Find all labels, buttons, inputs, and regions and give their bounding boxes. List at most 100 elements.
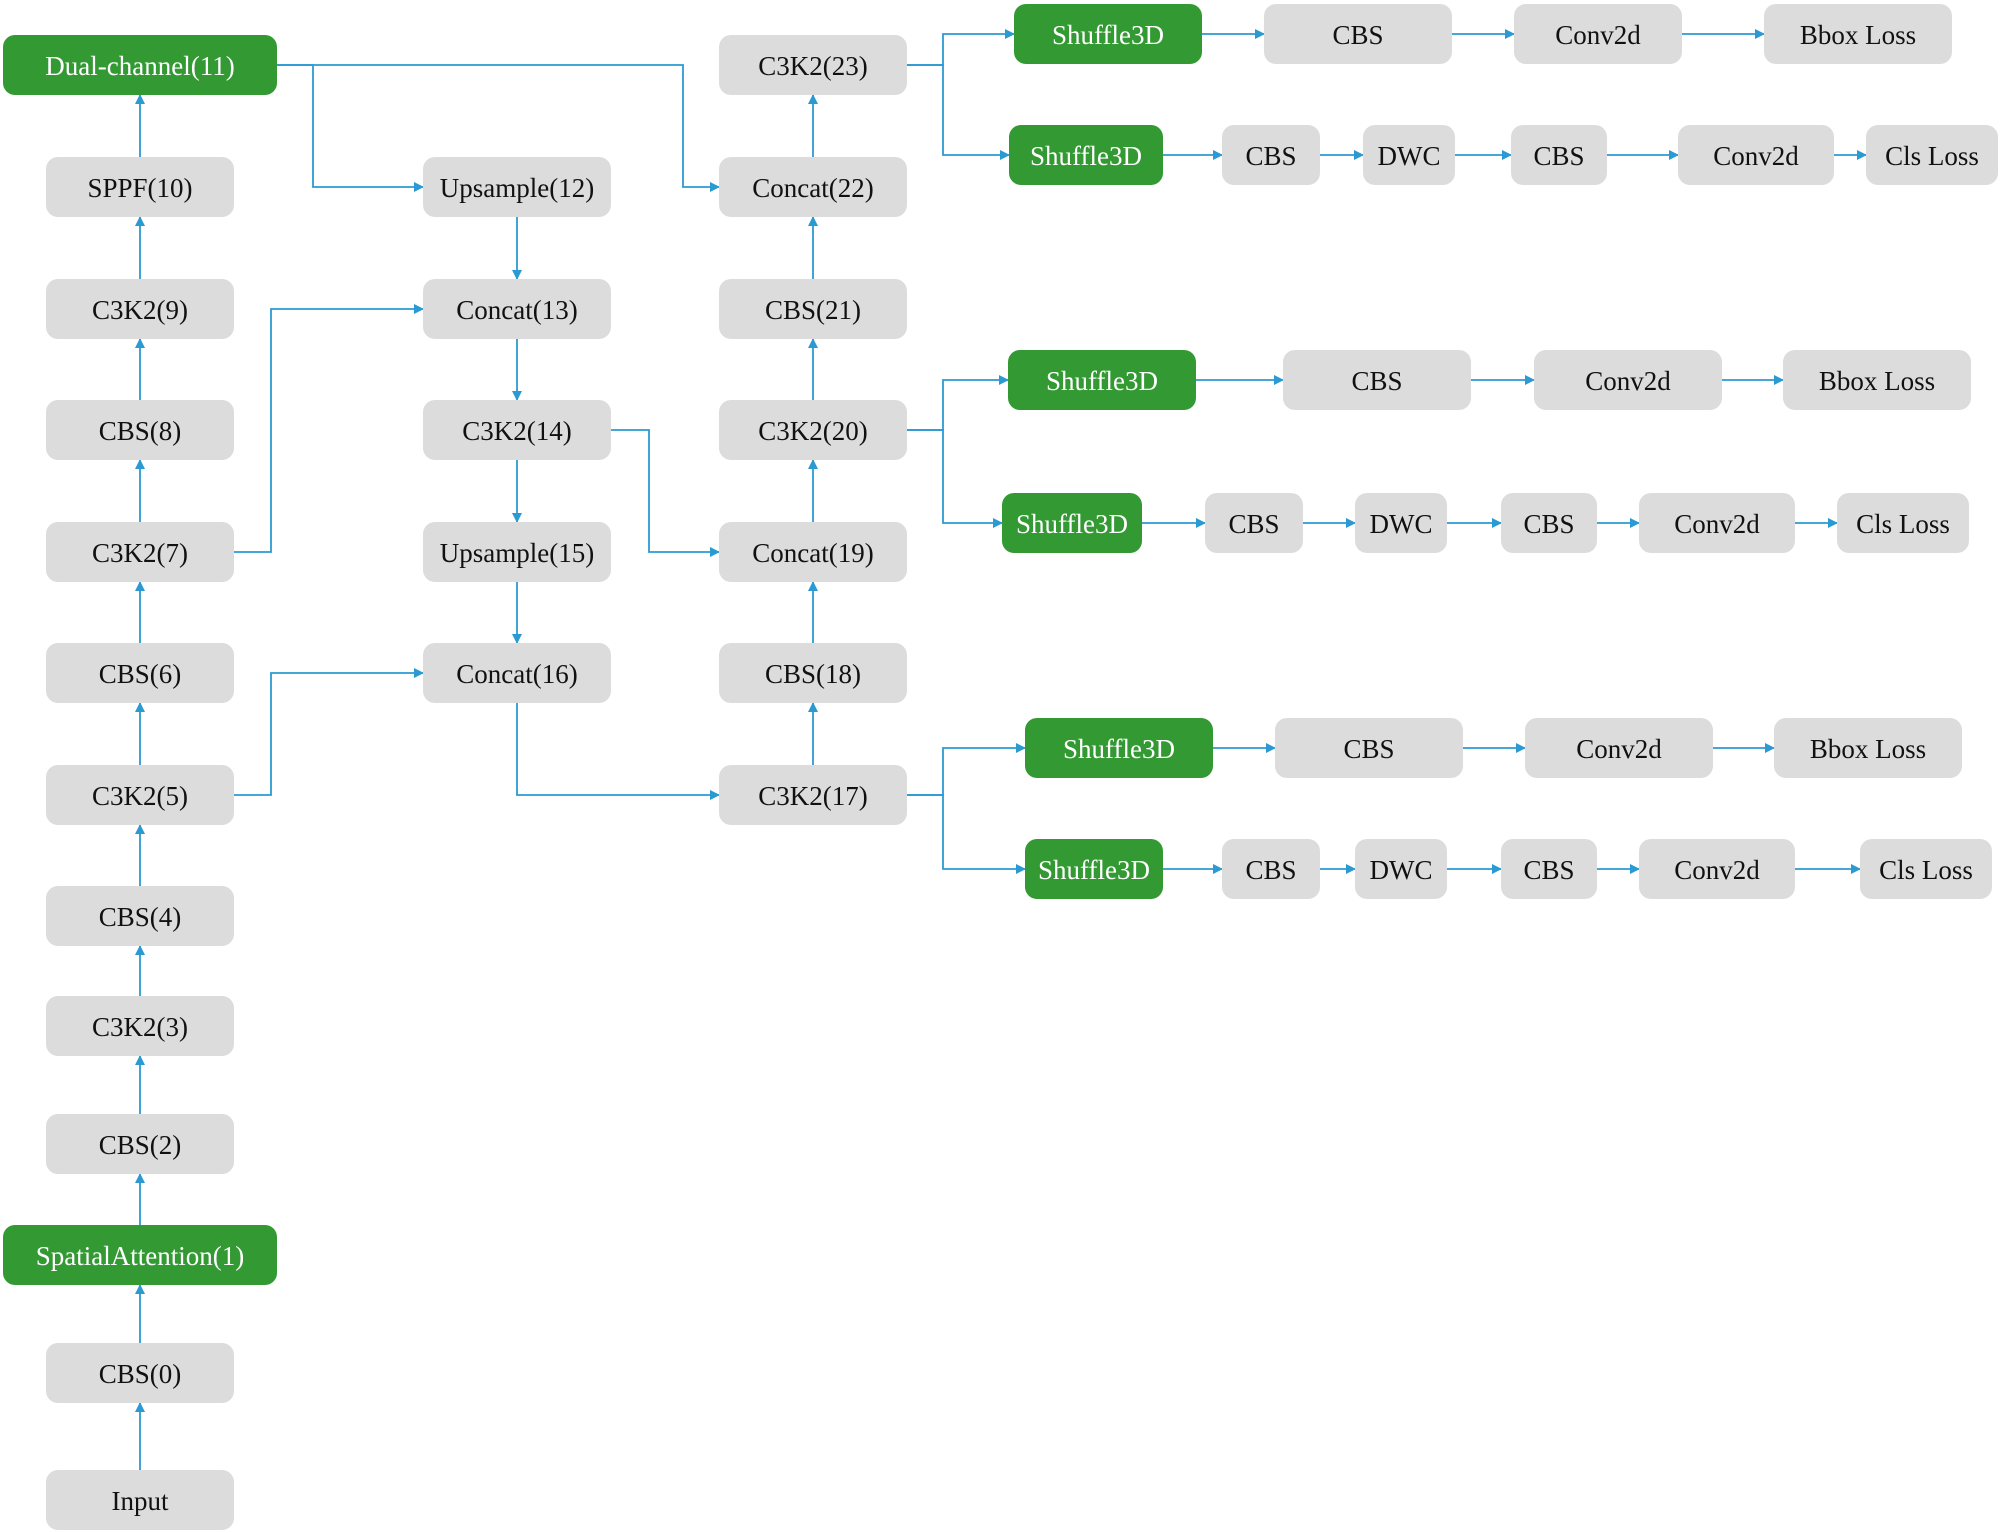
node-box (3, 35, 277, 95)
node-c3k2-9: C3K2(9) (46, 279, 234, 339)
edge-c3k2-20-to-h2-sh-b (907, 429, 1003, 528)
node-h2-sh-b: Shuffle3D (1002, 493, 1142, 553)
node-box (46, 765, 234, 825)
node-box (423, 643, 611, 703)
node-label: Cls Loss (1879, 855, 1973, 885)
edge-dual11-to-concat22 (277, 64, 720, 192)
node-h1-dwc: DWC (1363, 125, 1455, 185)
edge-c3k2-23-to-h1-sh-b (907, 64, 1010, 160)
node-dual11: Dual-channel(11) (3, 35, 277, 95)
node-label: CBS (1343, 734, 1394, 764)
node-label: Bbox Loss (1800, 20, 1916, 50)
node-box (1639, 493, 1795, 553)
node-box (719, 522, 907, 582)
node-box (3, 1225, 277, 1285)
node-box (1025, 718, 1213, 778)
node-cbs6: CBS(6) (46, 643, 234, 703)
node-label: C3K2(14) (462, 416, 572, 446)
node-box (1014, 4, 1202, 64)
node-box (46, 400, 234, 460)
node-h3-cbs-b2: CBS (1501, 839, 1597, 899)
edge-concat16-to-c3k2-17 (516, 703, 720, 800)
node-h1-conv-b: Conv2d (1678, 125, 1834, 185)
node-h1-bbox: Bbox Loss (1764, 4, 1952, 64)
node-box (1009, 125, 1163, 185)
node-label: CBS (1351, 366, 1402, 396)
node-box (46, 1470, 234, 1530)
node-concat19: Concat(19) (719, 522, 907, 582)
node-box (1678, 125, 1834, 185)
node-h2-dwc: DWC (1355, 493, 1447, 553)
node-label: Conv2d (1674, 509, 1760, 539)
node-label: CBS(0) (99, 1359, 182, 1389)
node-label: CBS(2) (99, 1130, 182, 1160)
node-c3k2-23: C3K2(23) (719, 35, 907, 95)
node-box (46, 643, 234, 703)
node-label: Conv2d (1713, 141, 1799, 171)
node-label: CBS (1332, 20, 1383, 50)
node-h2-cls: Cls Loss (1837, 493, 1969, 553)
edges-layer (135, 29, 1867, 1470)
node-box (719, 643, 907, 703)
node-box (719, 157, 907, 217)
node-label: Cls Loss (1856, 509, 1950, 539)
node-box (423, 157, 611, 217)
node-box (1264, 4, 1452, 64)
node-box (1534, 350, 1722, 410)
node-h2-sh-a: Shuffle3D (1008, 350, 1196, 410)
node-h3-cbs-b1: CBS (1222, 839, 1320, 899)
node-label: CBS (1523, 855, 1574, 885)
node-label: Conv2d (1576, 734, 1662, 764)
node-box (1355, 493, 1447, 553)
node-h1-conv-a: Conv2d (1514, 4, 1682, 64)
node-box (1783, 350, 1971, 410)
node-h3-cls: Cls Loss (1860, 839, 1992, 899)
node-label: Upsample(15) (440, 538, 594, 568)
node-h3-conv-a: Conv2d (1525, 718, 1713, 778)
node-c3k2-7: C3K2(7) (46, 522, 234, 582)
node-box (719, 765, 907, 825)
node-box (46, 1114, 234, 1174)
node-box (1639, 839, 1795, 899)
node-label: Conv2d (1585, 366, 1671, 396)
node-box (1774, 718, 1962, 778)
node-label: Dual-channel(11) (45, 51, 234, 81)
node-box (423, 522, 611, 582)
node-box (719, 35, 907, 95)
node-box (1355, 839, 1447, 899)
node-box (1866, 125, 1998, 185)
edge-c3k2-7-to-concat13 (234, 304, 424, 553)
node-h2-conv-a: Conv2d (1534, 350, 1722, 410)
node-cbs21: CBS(21) (719, 279, 907, 339)
node-box (1025, 839, 1163, 899)
node-box (46, 1343, 234, 1403)
node-label: Shuffle3D (1063, 734, 1175, 764)
node-label: Concat(13) (456, 295, 577, 325)
node-h2-cbs-b2: CBS (1501, 493, 1597, 553)
node-label: Bbox Loss (1810, 734, 1926, 764)
node-cbs0: CBS(0) (46, 1343, 234, 1403)
node-concat22: Concat(22) (719, 157, 907, 217)
node-label: Input (112, 1486, 169, 1516)
node-box (1002, 493, 1142, 553)
node-label: DWC (1370, 509, 1433, 539)
node-h3-sh-a: Shuffle3D (1025, 718, 1213, 778)
node-box (1008, 350, 1196, 410)
node-h3-bbox: Bbox Loss (1774, 718, 1962, 778)
node-spatial1: SpatialAttention(1) (3, 1225, 277, 1285)
node-label: CBS(18) (765, 659, 861, 689)
edge-c3k2-23-to-h1-sh-a (907, 29, 1015, 66)
node-box (1764, 4, 1952, 64)
node-box (1501, 839, 1597, 899)
node-up12: Upsample(12) (423, 157, 611, 217)
node-h1-cbs-b2: CBS (1511, 125, 1607, 185)
node-label: Bbox Loss (1819, 366, 1935, 396)
node-box (719, 279, 907, 339)
node-c3k2-17: C3K2(17) (719, 765, 907, 825)
node-up15: Upsample(15) (423, 522, 611, 582)
node-label: CBS(4) (99, 902, 182, 932)
node-label: SPPF(10) (87, 173, 192, 203)
node-label: Concat(16) (456, 659, 577, 689)
nodes-layer: Input CBS(0) SpatialAttention(1) CBS(2) C3K2… (3, 4, 1998, 1530)
